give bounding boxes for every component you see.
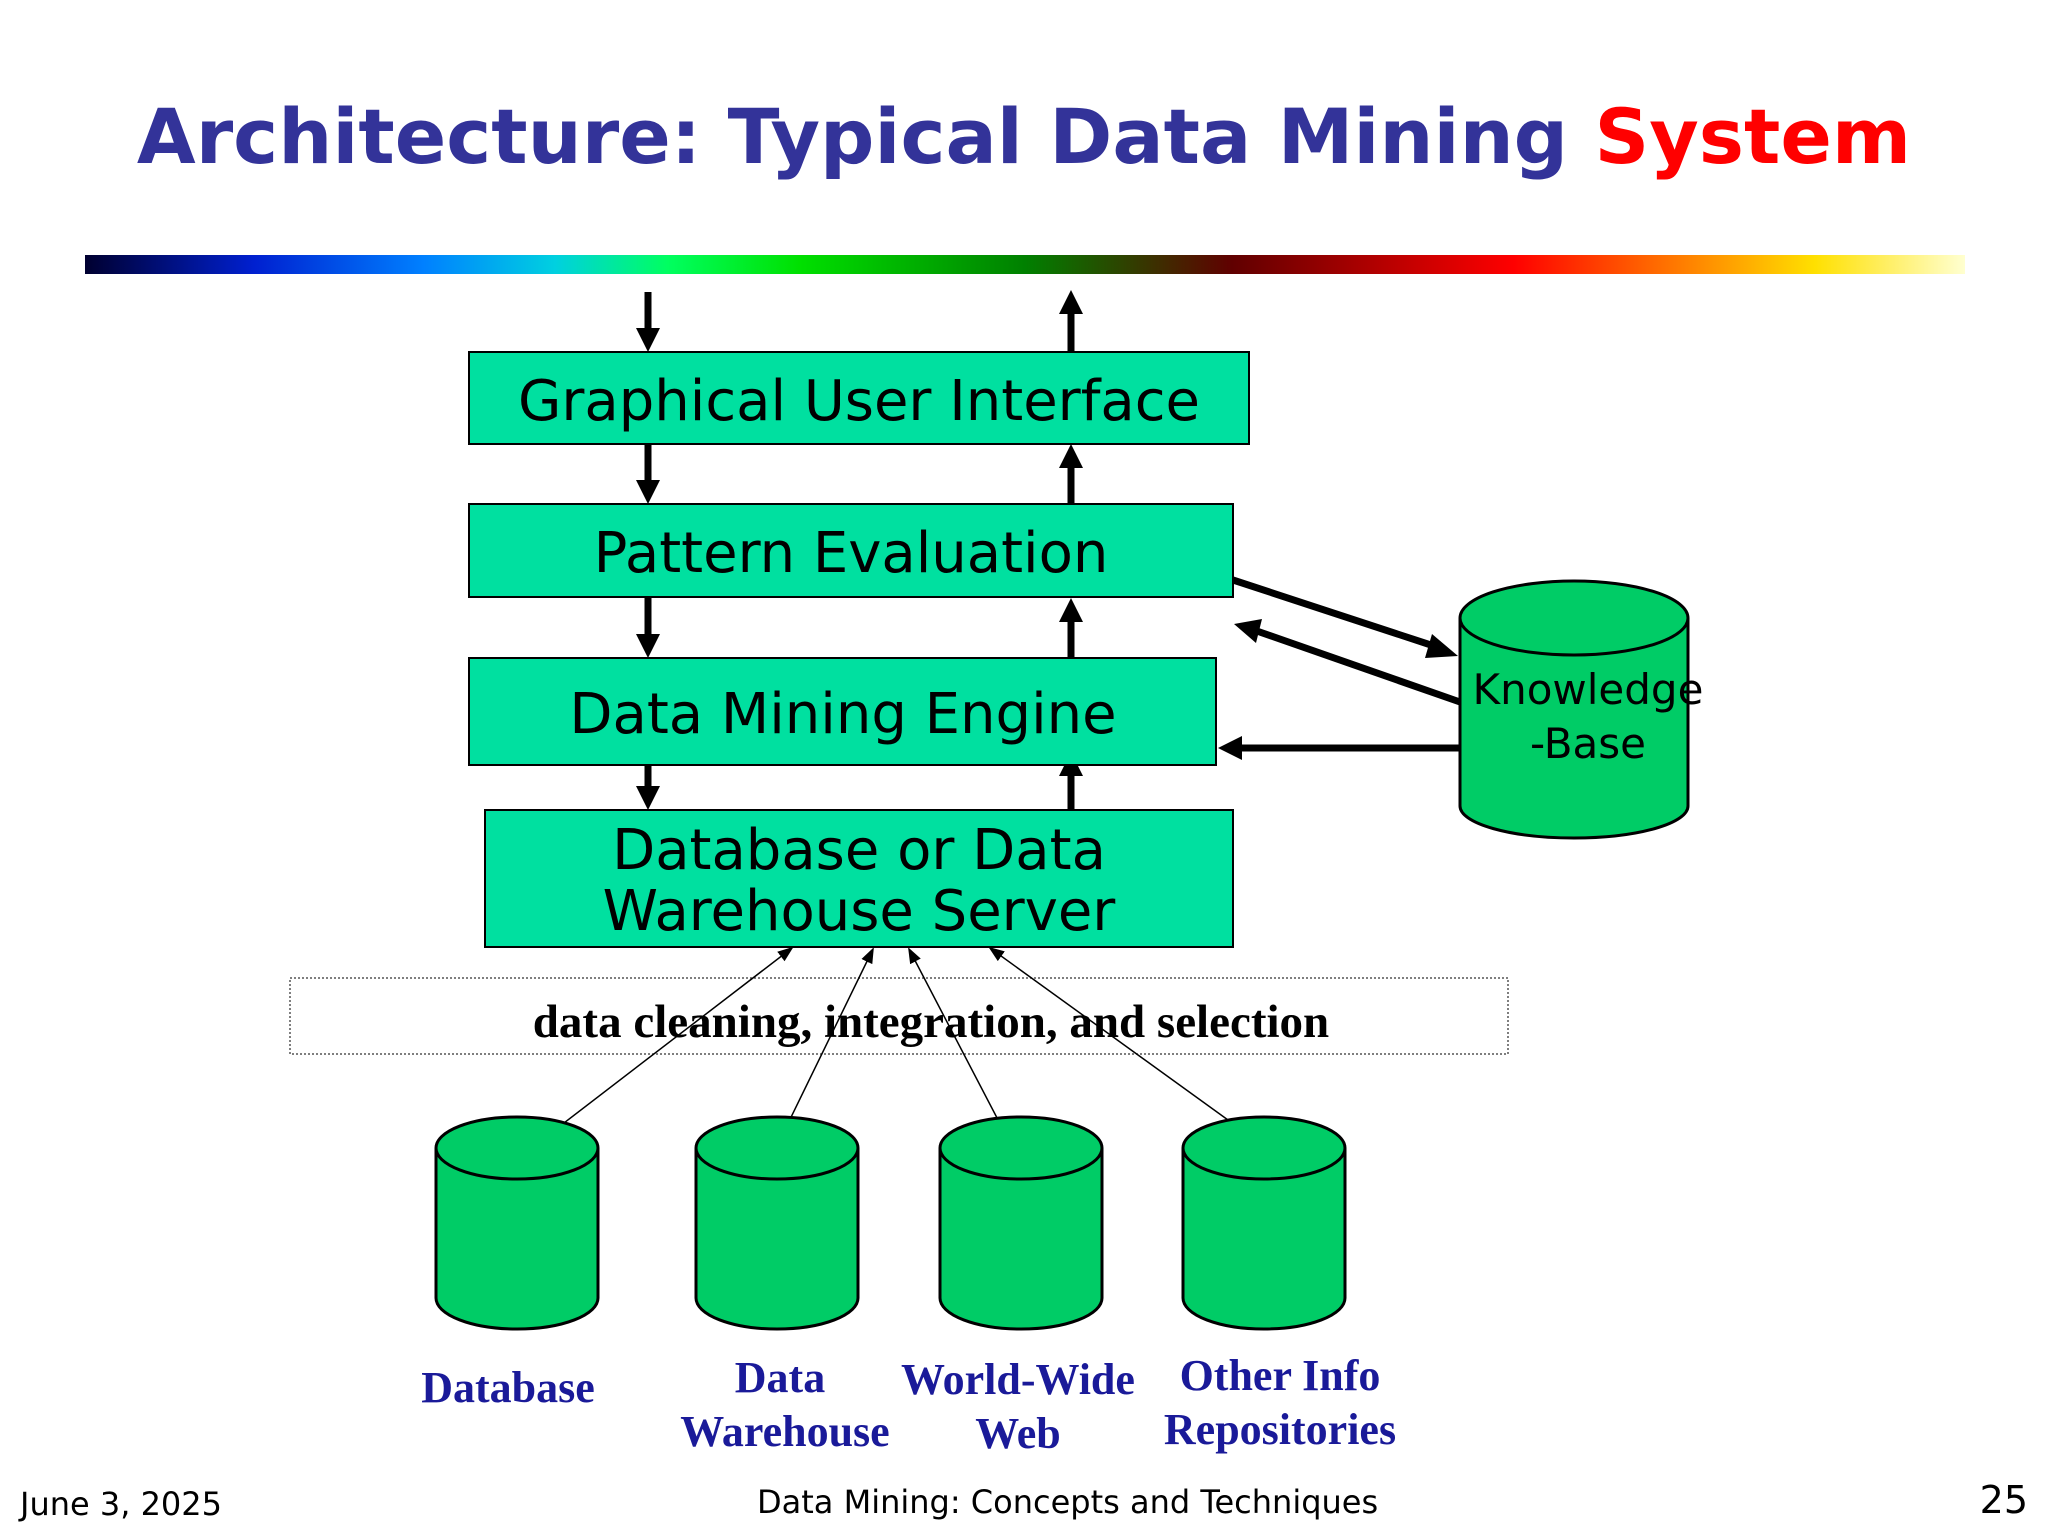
database-label: Database — [421, 1363, 595, 1412]
warehouse-label-line1: Data — [735, 1353, 825, 1402]
cleaning-box: data cleaning, integration, and selectio… — [289, 977, 1509, 1055]
server-label-line1: Database or Data — [612, 818, 1106, 883]
arrow-head — [636, 786, 660, 810]
arrow-head — [636, 634, 660, 658]
source-arrows — [533, 946, 1265, 1163]
arrow-knowledge-base-to-pattern — [1252, 626, 1462, 706]
knowledge-base-arrows — [1218, 576, 1462, 760]
knowledge-base-label-line2: -Base — [1530, 719, 1646, 768]
world-wide-web-cylinder — [938, 1115, 1104, 1331]
warehouse-label-line2: Warehouse — [680, 1407, 889, 1456]
pattern-evaluation-label: Pattern Evaluation — [594, 521, 1109, 586]
www-label-line2: Web — [975, 1409, 1061, 1458]
arrow-head — [1059, 598, 1083, 622]
cleaning-label: data cleaning, integration, and selectio… — [533, 996, 1329, 1048]
database-server-box: Database or Data Warehouse Server — [484, 809, 1234, 948]
other-label-line2: Repositories — [1164, 1405, 1396, 1454]
arrow-head — [1218, 736, 1242, 760]
knowledge-base-label-line1: Knowledge — [1473, 665, 1704, 714]
gui-label: Graphical User Interface — [518, 369, 1200, 434]
database-cylinder — [434, 1115, 600, 1331]
data-warehouse-cylinder — [694, 1115, 860, 1331]
other-repositories-cylinder — [1181, 1115, 1347, 1331]
title-main-text: Architecture: Typical Data Mining — [136, 92, 1595, 181]
footer-book-title: Data Mining: Concepts and Techniques — [757, 1483, 1379, 1521]
www-label-line1: World-Wide — [901, 1355, 1135, 1404]
slide-number: 25 — [1979, 1478, 2028, 1522]
arrow-other-to-server — [988, 946, 1265, 1147]
source-labels: Database Data Warehouse World-Wide Web O… — [421, 1351, 1396, 1458]
rainbow-divider — [85, 255, 1965, 274]
arrow-head — [1059, 444, 1083, 468]
arrow-head — [1425, 634, 1458, 658]
arrow-head — [636, 328, 660, 352]
knowledge-base-cylinder: Knowledge -Base — [1458, 579, 1704, 840]
arrow-head — [1059, 290, 1083, 314]
arrow-head — [636, 480, 660, 504]
arrow-head — [1234, 619, 1262, 643]
footer-date: June 3, 2025 — [20, 1485, 222, 1523]
data-mining-engine-box: Data Mining Engine — [468, 657, 1217, 766]
other-label-line1: Other Info — [1180, 1351, 1381, 1400]
slide-title: Architecture: Typical Data Mining System — [0, 92, 2048, 181]
arrow-pattern-to-knowledge-base — [1231, 576, 1442, 652]
arrow-database-to-server — [533, 946, 794, 1147]
arrow-warehouse-to-server — [776, 947, 874, 1147]
server-label-line2: Warehouse Server — [603, 879, 1117, 944]
title-highlight-text: System — [1594, 92, 1912, 181]
gui-box: Graphical User Interface — [468, 351, 1250, 445]
data-mining-engine-label: Data Mining Engine — [569, 682, 1116, 747]
pattern-evaluation-box: Pattern Evaluation — [468, 503, 1234, 598]
